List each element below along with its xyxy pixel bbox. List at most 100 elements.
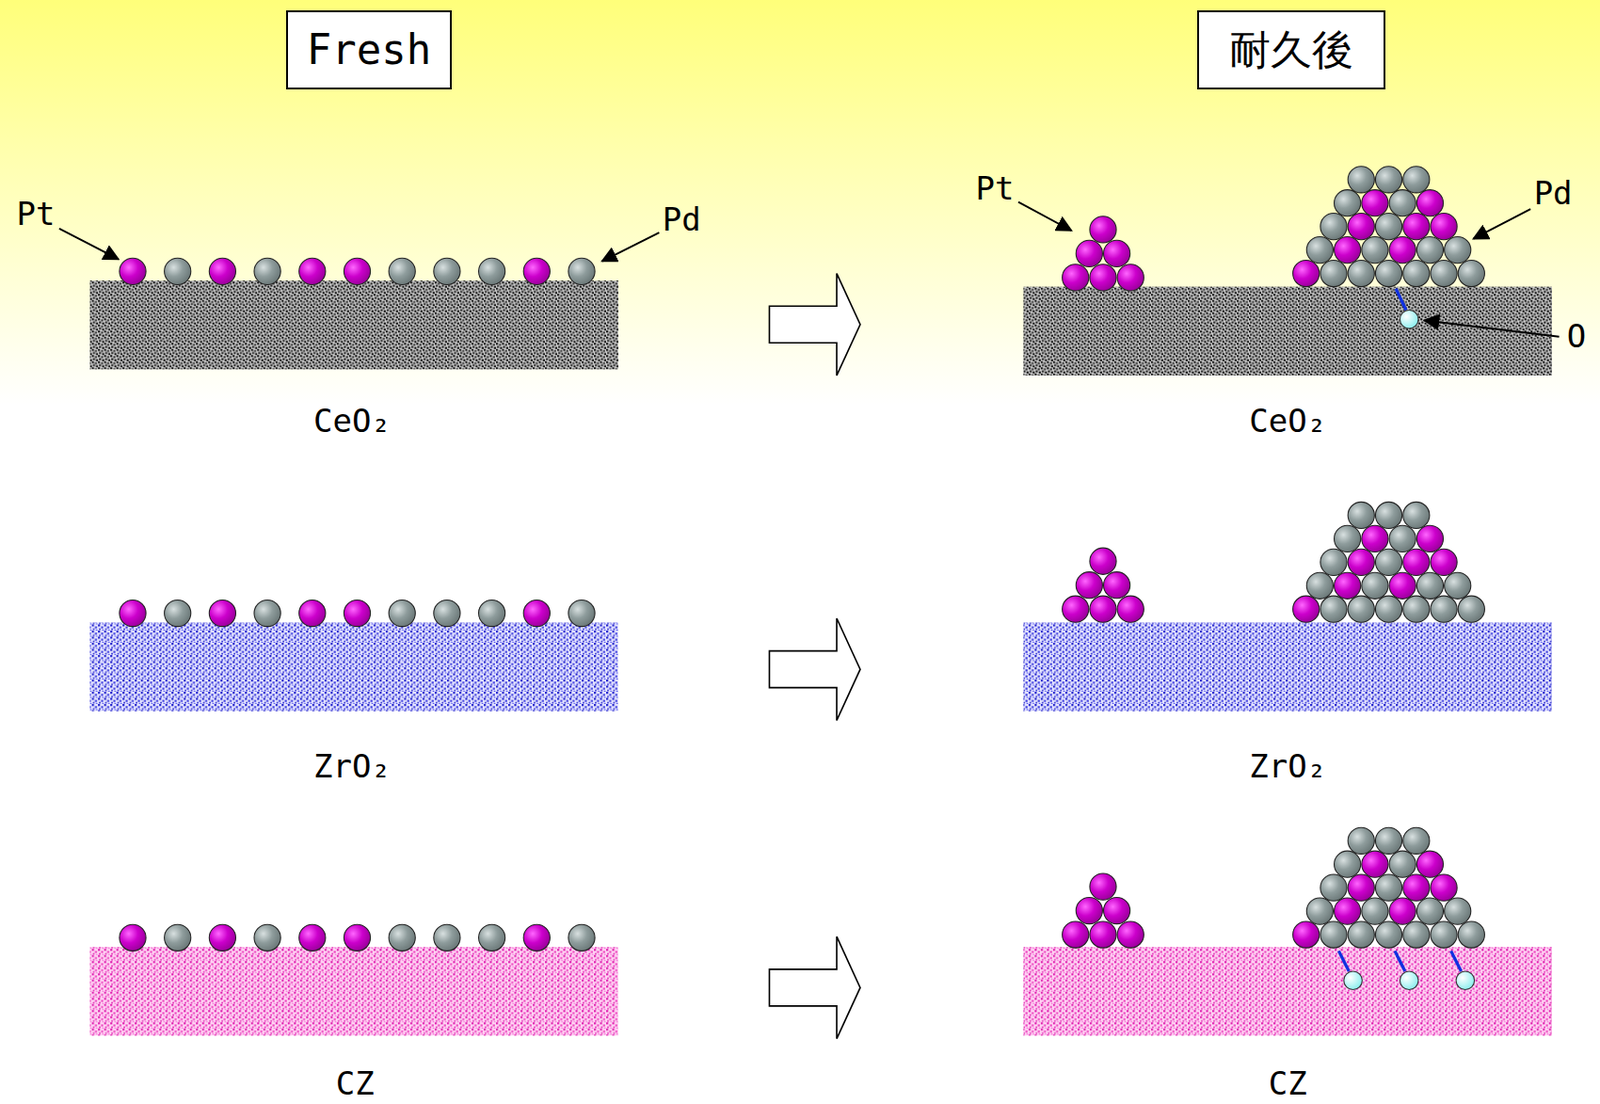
- leader-line: [1424, 320, 1559, 336]
- pt-atom: [523, 599, 550, 626]
- pt-atom: [1416, 850, 1443, 878]
- pd-atom: [388, 599, 416, 626]
- pd-atom: [568, 257, 595, 285]
- element-label: Pd: [1534, 176, 1573, 211]
- pd-atom: [1457, 259, 1485, 287]
- pd-atom: [1361, 572, 1389, 599]
- pt-atom: [1430, 874, 1457, 901]
- pd-atom: [1375, 827, 1402, 854]
- oxygen-atom: [1399, 310, 1419, 330]
- pt-atom: [1389, 897, 1416, 925]
- pd-atom: [1361, 897, 1389, 925]
- pd-atom: [254, 924, 281, 951]
- leader-line: [1473, 208, 1532, 239]
- pd-atom: [1320, 874, 1347, 901]
- pt-atom: [1361, 190, 1389, 217]
- pt-atom: [1347, 213, 1375, 240]
- pd-atom: [433, 599, 461, 626]
- support-label: CeO₂: [313, 403, 391, 439]
- pt-atom: [1075, 896, 1103, 924]
- element-label: Pt: [976, 171, 1015, 207]
- cz-support: [89, 946, 619, 1036]
- support-label: ZrO₂: [1248, 750, 1327, 785]
- pt-atom: [1389, 237, 1416, 264]
- pt-atom: [1403, 213, 1430, 240]
- pt-atom: [1334, 572, 1361, 599]
- pd-atom: [1320, 548, 1347, 576]
- pt-atom: [523, 924, 550, 951]
- pd-atom: [388, 924, 416, 951]
- pd-atom: [568, 599, 595, 626]
- pt-atom: [1416, 525, 1443, 552]
- process-arrow: [768, 618, 860, 720]
- pd-atom: [164, 924, 192, 951]
- pd-atom: [1347, 921, 1375, 948]
- pt-atom: [1075, 240, 1103, 267]
- heading-text: 耐久後: [1229, 27, 1354, 73]
- pt-atom: [1075, 572, 1103, 599]
- pt-atom: [343, 599, 370, 626]
- heading-text: Fresh: [306, 27, 432, 73]
- pt-atom: [1430, 213, 1457, 240]
- pt-atom: [1293, 921, 1320, 948]
- support-label: ZrO₂: [313, 750, 391, 785]
- pd-atom: [1403, 259, 1430, 287]
- pd-atom: [388, 257, 416, 285]
- pt-atom: [208, 257, 236, 285]
- zro2-support: [89, 622, 619, 711]
- pd-atom: [1320, 595, 1347, 623]
- pd-atom: [1430, 259, 1457, 287]
- pd-atom: [1457, 921, 1485, 948]
- pt-atom: [208, 599, 236, 626]
- oxygen-atom: [1456, 971, 1475, 991]
- pd-atom: [1416, 897, 1443, 925]
- pd-atom: [1375, 259, 1402, 287]
- cz-support: [1023, 946, 1552, 1036]
- pt-atom: [1089, 264, 1117, 291]
- pt-atom: [119, 257, 146, 285]
- title-box: 耐久後: [1197, 10, 1387, 91]
- pd-atom: [1306, 237, 1333, 264]
- pd-atom: [1430, 921, 1457, 948]
- ceo2-support: [1023, 287, 1552, 376]
- pd-atom: [479, 599, 506, 626]
- pt-atom: [1293, 259, 1320, 287]
- pd-atom: [1375, 548, 1402, 576]
- leader-line: [602, 232, 660, 261]
- ceo2-support: [89, 280, 619, 369]
- pt-atom: [343, 257, 370, 285]
- pt-atom: [299, 924, 326, 951]
- pt-atom: [1347, 548, 1375, 576]
- pd-atom: [1444, 237, 1472, 264]
- pt-atom: [1430, 548, 1457, 576]
- pt-atom: [1117, 595, 1144, 623]
- support-label: CZ: [1268, 1067, 1308, 1103]
- pt-atom: [299, 257, 326, 285]
- pd-atom: [1430, 595, 1457, 623]
- pt-atom: [1117, 264, 1144, 291]
- pt-atom: [1089, 595, 1117, 623]
- pt-atom: [1089, 873, 1117, 900]
- process-arrow: [768, 273, 860, 376]
- pd-atom: [1320, 259, 1347, 287]
- pd-atom: [568, 924, 595, 951]
- pd-atom: [164, 599, 192, 626]
- oxygen-atom: [1399, 971, 1419, 991]
- pt-atom: [1104, 240, 1131, 267]
- pt-atom: [523, 257, 550, 285]
- leader-line: [1018, 202, 1072, 231]
- pd-atom: [1375, 874, 1402, 901]
- pd-atom: [1347, 501, 1375, 528]
- pt-atom: [1104, 896, 1131, 924]
- pd-atom: [1347, 166, 1375, 193]
- pd-atom: [1375, 595, 1402, 623]
- pd-atom: [164, 257, 192, 285]
- pd-atom: [1334, 525, 1361, 552]
- process-arrow: [768, 936, 860, 1039]
- pd-atom: [1375, 921, 1402, 948]
- pd-atom: [1403, 166, 1430, 193]
- pd-atom: [479, 257, 506, 285]
- pt-atom: [1403, 548, 1430, 576]
- pd-atom: [1389, 190, 1416, 217]
